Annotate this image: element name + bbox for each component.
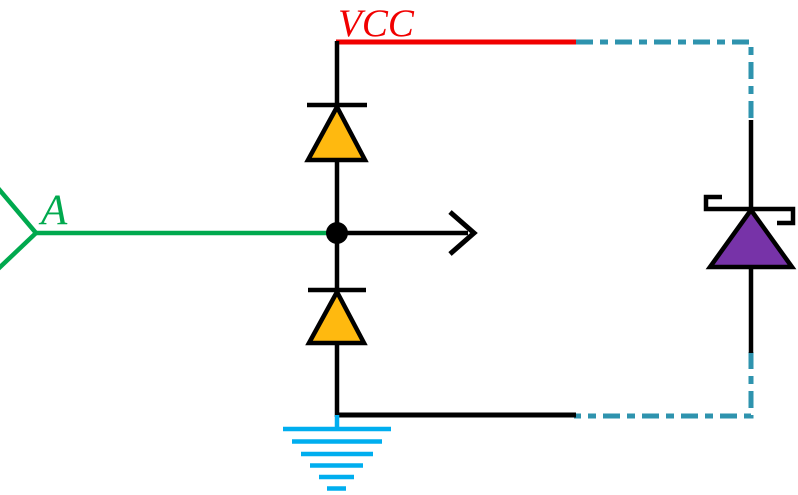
dashed-wire-bottom <box>574 352 754 419</box>
signal-arrow-right-icon <box>345 210 478 256</box>
input-a-label: A <box>38 187 68 234</box>
ground-symbol-icon <box>283 415 391 491</box>
lower-diode-triangle <box>305 287 368 346</box>
input-chevron-lower-stroke <box>0 231 38 271</box>
dashed-wire-top <box>576 39 754 121</box>
input-port-chevron-icon <box>0 187 38 271</box>
upper-diode-icon <box>304 102 369 163</box>
vcc-label: VCC <box>338 2 415 45</box>
schottky-diode-icon <box>703 194 797 270</box>
input-chevron-upper-stroke <box>0 187 38 235</box>
junction-dot-icon <box>326 222 348 244</box>
schottky-triangle <box>705 206 797 270</box>
lower-diode-icon <box>305 287 368 346</box>
upper-diode-triangle <box>304 102 369 163</box>
arrow-head <box>448 210 478 256</box>
